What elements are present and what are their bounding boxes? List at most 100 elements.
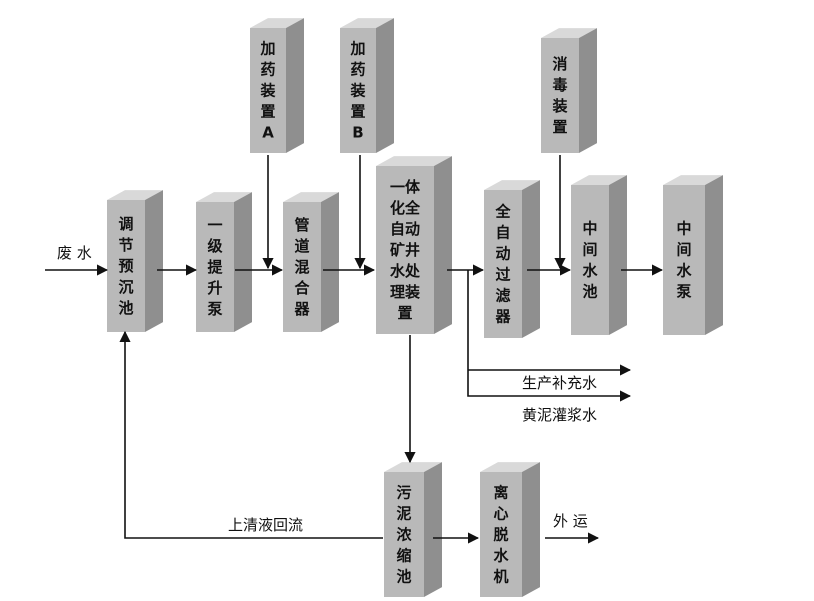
box-side-face <box>234 192 252 332</box>
box-label-line: 一体 <box>390 178 421 196</box>
box-label-line: 浓 <box>396 526 412 544</box>
box-top-face <box>480 462 540 472</box>
label-wastewater: 废 水 <box>57 244 92 262</box>
box-label-line: 调 <box>118 215 133 233</box>
box-front-face <box>283 202 321 332</box>
box-label-line: 污 <box>396 484 411 502</box>
box-top-face <box>376 156 452 166</box>
box-label-line: 自动 <box>390 220 420 238</box>
box-label-line: 装 <box>259 82 276 100</box>
box-front-face <box>340 28 376 153</box>
box-top-face <box>571 175 627 185</box>
box-label-line: 中 <box>676 220 691 238</box>
box-label-line: 水处 <box>390 262 421 280</box>
box-front-face <box>663 185 705 335</box>
box-label-line: 药 <box>260 61 275 79</box>
box-label-line: 一 <box>207 216 222 234</box>
box-label-line: 装 <box>349 82 366 100</box>
box-label-line: 化全 <box>390 199 421 217</box>
box-front-face <box>250 28 286 153</box>
box-top-face <box>250 18 304 28</box>
box-side-face <box>286 18 304 153</box>
box-side-face <box>579 28 597 154</box>
box-label-line: 水 <box>676 262 692 280</box>
box-label-line: 间 <box>676 241 691 259</box>
box-side-face <box>424 462 442 597</box>
box-top-face <box>107 190 163 200</box>
box-label-line: 泵 <box>207 300 222 318</box>
label-production-water: 生产补充水 <box>522 374 597 392</box>
box-label-line: 水 <box>493 547 509 565</box>
box-top-face <box>384 462 442 472</box>
boxes-layer: 加药装置A加药装置B消毒装置调节预沉池一级提升泵管道混合器一体化全自动矿井水处理… <box>107 18 723 597</box>
box-label-line: 道 <box>294 237 309 255</box>
box-label-line: 离 <box>493 484 508 502</box>
edge-supernatant-return <box>119 330 383 539</box>
box-front-face <box>480 472 522 597</box>
box-label-line: 置 <box>350 103 365 121</box>
box-label-line: 混 <box>294 258 309 276</box>
box-side-face <box>321 192 339 332</box>
box-label-line: 动 <box>495 245 510 263</box>
box-label-line: 升 <box>207 279 222 297</box>
box-side-face <box>609 175 627 335</box>
box-top-face <box>663 175 723 185</box>
box-label-line: B <box>352 124 363 142</box>
box-label-line: 水 <box>582 262 598 280</box>
box-label-line: 滤 <box>495 287 510 305</box>
box-side-face <box>376 18 394 153</box>
box-label-line: 理装 <box>390 283 421 301</box>
box-label-line: 泵 <box>676 283 691 301</box>
edge-branch-outputs <box>467 270 632 402</box>
box-label-line: 管 <box>294 216 309 234</box>
box-label-line: 器 <box>494 308 511 326</box>
box-front-face <box>541 38 579 153</box>
box-label-line: A <box>262 124 274 142</box>
box-label-line: 池 <box>582 283 597 301</box>
box-label-line: 提 <box>207 258 223 276</box>
box-label-line: 毒 <box>552 76 567 94</box>
edges-layer <box>45 155 664 544</box>
box-side-face <box>145 190 163 332</box>
box-side-face <box>522 462 540 597</box>
box-label-line: 中 <box>582 220 597 238</box>
labels-layer: 废 水 生产补充水 黄泥灌浆水 上清液回流 外 运 <box>57 244 597 534</box>
box-label-line: 池 <box>118 299 133 317</box>
box-top-face <box>196 192 252 202</box>
box-label-line: 置 <box>397 304 412 322</box>
box-label-line: 间 <box>582 241 597 259</box>
box-top-face <box>283 192 339 202</box>
box-front-face <box>107 200 145 332</box>
box-label-line: 器 <box>293 300 310 318</box>
box-label-line: 缩 <box>396 547 411 565</box>
box-side-face <box>705 175 723 335</box>
box-label-line: 脱 <box>493 526 508 544</box>
box-label-line: 预 <box>118 257 133 275</box>
label-grouting-water: 黄泥灌浆水 <box>522 406 597 424</box>
box-label-line: 池 <box>396 568 411 586</box>
box-top-face <box>484 180 540 190</box>
box-side-face <box>434 156 452 334</box>
box-label-line: 节 <box>118 236 133 254</box>
label-export: 外 运 <box>553 512 588 530</box>
box-top-face <box>541 28 597 38</box>
box-label-line: 心 <box>493 505 508 523</box>
box-label-line: 矿井 <box>390 241 420 259</box>
box-label-line: 沉 <box>118 278 133 296</box>
box-top-face <box>340 18 394 28</box>
box-label-line: 过 <box>495 266 510 284</box>
box-label-line: 合 <box>293 279 310 297</box>
box-label-line: 全 <box>494 203 511 221</box>
box-front-face <box>384 472 424 597</box>
box-label-line: 级 <box>207 237 223 255</box>
